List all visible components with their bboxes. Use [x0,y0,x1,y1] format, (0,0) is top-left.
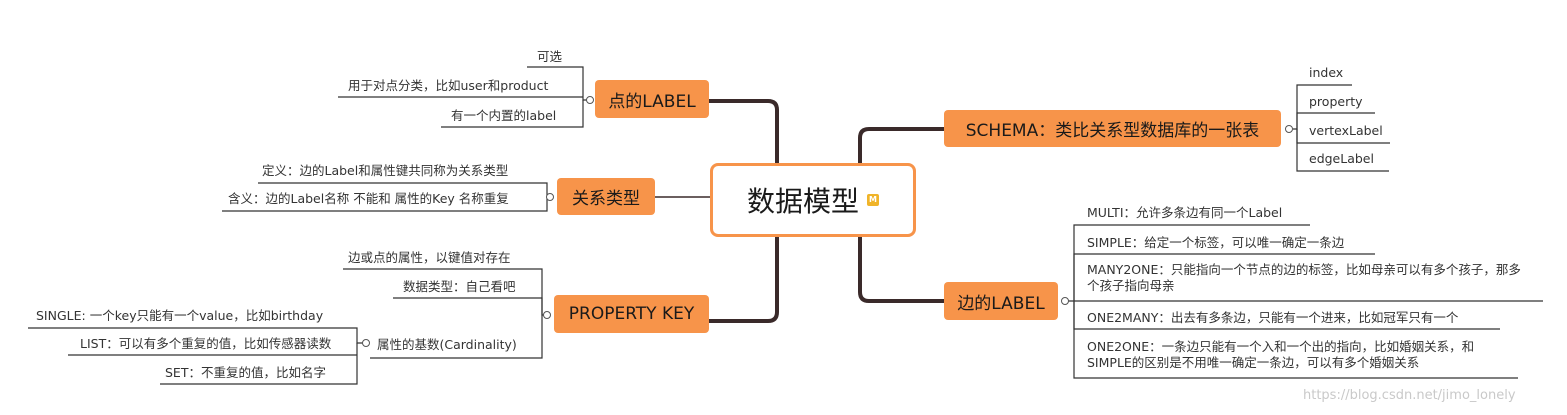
topic-point-label[interactable]: 点的LABEL [595,80,709,118]
topic-schema-title: SCHEMA：类比关系型数据库的一张表 [965,121,1260,141]
watermark: https://blog.csdn.net/jimo_lonely [1303,388,1516,403]
central-topic-title: 数据模型 [746,185,859,218]
leaf-property[interactable]: property [1309,94,1363,109]
leaf-builtin-label[interactable]: 有一个内置的label [451,108,557,123]
leaf-property-kv[interactable]: 边或点的属性，以键值对存在 [348,250,511,265]
topic-property-key-title: PROPERTY KEY [568,304,695,324]
leaf-index[interactable]: index [1309,65,1344,80]
leaf-relation-meaning[interactable]: 含义：边的Label名称 不能和 属性的Key 名称重复 [228,191,509,206]
collapse-toggle-property-key[interactable] [543,311,551,319]
collapse-toggle-edge-label[interactable] [1061,297,1069,305]
topic-relation-type[interactable]: 关系类型 [557,178,655,215]
leaf-cardinality[interactable]: 属性的基数(Cardinality) [377,337,517,352]
collapse-toggle-relation-type[interactable] [546,193,554,201]
topic-edge-label[interactable]: 边的LABEL [944,282,1058,320]
leaf-edge-label[interactable]: edgeLabel [1309,151,1374,166]
leaf-list[interactable]: LIST：可以有多个重复的值，比如传感器读数 [80,336,332,351]
collapse-toggle-schema[interactable] [1285,125,1293,133]
topic-schema[interactable]: SCHEMA：类比关系型数据库的一张表 [944,110,1281,147]
markdown-icon: M [867,194,879,206]
leaf-vertex-label[interactable]: vertexLabel [1309,123,1383,138]
leaf-many2one[interactable]: MANY2ONE：只能指向一个节点的边的标签，比如母亲可以有多个孩子，那多个孩子… [1087,262,1521,293]
leaf-one2many[interactable]: ONE2MANY：出去有多条边，只能有一个进来，比如冠军只有一个 [1087,310,1459,325]
leaf-one2one[interactable]: ONE2ONE：一条边只能有一个入和一个出的指向，比如婚姻关系，和SIMPLE的… [1087,339,1475,370]
leaf-single[interactable]: SINGLE: 一个key只能有一个value，比如birthday [36,308,324,323]
leaf-set[interactable]: SET：不重复的值，比如名字 [165,365,326,380]
topic-edge-label-title: 边的LABEL [957,293,1045,314]
leaf-simple[interactable]: SIMPLE：给定一个标签，可以唯一确定一条边 [1087,235,1345,250]
leaf-classify[interactable]: 用于对点分类，比如user和product [348,78,549,93]
topic-point-label-title: 点的LABEL [608,91,696,112]
topic-property-key[interactable]: PROPERTY KEY [554,295,709,333]
topic-relation-type-title: 关系类型 [572,189,640,209]
leaf-relation-definition[interactable]: 定义：边的Label和属性键共同称为关系类型 [262,163,509,178]
leaf-optional[interactable]: 可选 [537,49,563,64]
leaf-multi[interactable]: MULTI：允许多条边有同一个Label [1087,205,1283,220]
central-topic[interactable]: 数据模型 M [710,163,916,237]
leaf-data-type[interactable]: 数据类型：自己看吧 [403,279,516,294]
collapse-toggle-cardinality[interactable] [362,339,370,347]
collapse-toggle-point-label[interactable] [586,96,594,104]
